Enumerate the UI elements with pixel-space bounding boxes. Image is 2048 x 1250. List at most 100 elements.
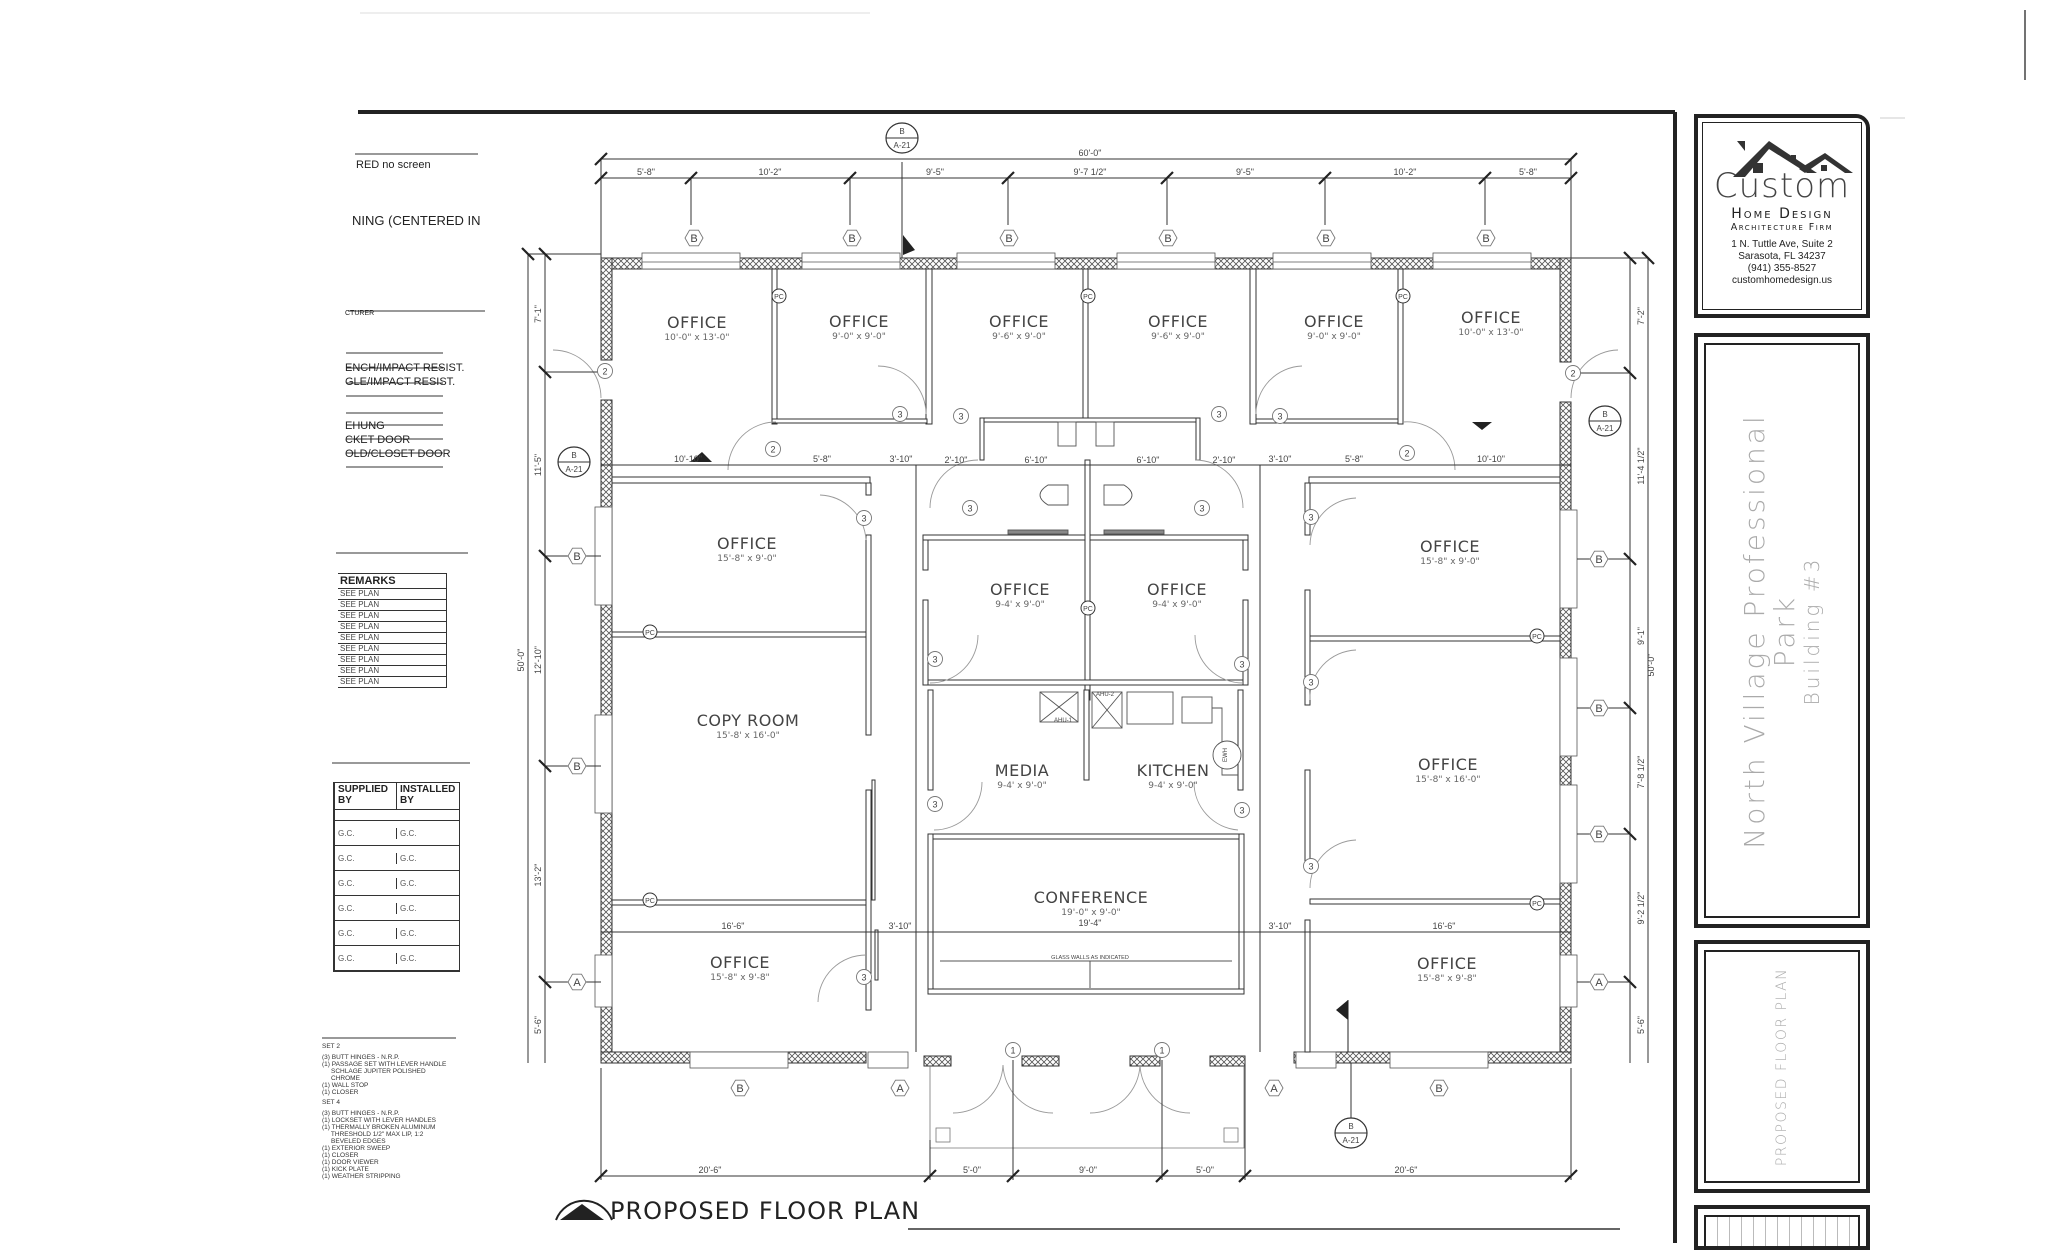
hardware-item: (1) CLOSER xyxy=(322,1089,359,1096)
door-tag: 3 xyxy=(927,796,943,812)
dimension-label: 10'-10" xyxy=(674,454,702,464)
window-tag: B xyxy=(1316,229,1336,247)
room-name: OFFICE xyxy=(1461,308,1521,327)
svg-text:B: B xyxy=(1348,1122,1353,1131)
hardware-item: (1) PASSAGE SET WITH LEVER HANDLE xyxy=(322,1061,447,1068)
hardware-item: SCHLAGE JUPITER POLISHED xyxy=(322,1068,426,1075)
dimension-label: 6'-10" xyxy=(1025,455,1048,465)
section-marker: BA-21 xyxy=(1588,405,1622,437)
project-name-line1: North Village Professional xyxy=(1738,412,1771,849)
window-tag: B xyxy=(842,229,862,247)
room-size: 9'-6" x 9'-0" xyxy=(992,332,1046,342)
dimension-label: 9'-7 1/2" xyxy=(1074,167,1107,177)
window-tag: B xyxy=(999,229,1019,247)
section-marker: B A-21 xyxy=(557,446,591,478)
svg-text:B: B xyxy=(848,233,855,245)
hardware-item: (1) WALL STOP xyxy=(322,1082,369,1089)
room-name: OFFICE xyxy=(710,953,770,972)
window-note: CKET DOOR xyxy=(345,434,411,446)
door-tag: 2 xyxy=(597,363,613,379)
svg-text:3: 3 xyxy=(1216,410,1221,420)
firm-line2: Architecture Firm xyxy=(1730,222,1834,233)
svg-text:A-21: A-21 xyxy=(894,141,911,150)
door-tag: 3 xyxy=(1272,408,1288,424)
svg-text:A-21: A-21 xyxy=(566,465,583,474)
dimension-label: 6'-10" xyxy=(1137,455,1160,465)
window-note: OLD/CLOSET DOOR xyxy=(345,448,451,460)
svg-text:A: A xyxy=(896,1083,904,1095)
room-name: OFFICE xyxy=(717,534,777,553)
svg-text:B: B xyxy=(1595,554,1602,566)
door-tag: 1 xyxy=(1154,1042,1170,1058)
svg-text:3: 3 xyxy=(1308,678,1313,688)
hardware-item: (1) CLOSER xyxy=(322,1152,359,1159)
supplied-row: G.C.G.C. xyxy=(335,946,459,971)
room-size: 10'-0" x 13'-0" xyxy=(1458,328,1523,338)
dimension-label: 10'-10" xyxy=(1477,454,1505,464)
equipment-label: AHU-1 xyxy=(1054,718,1073,724)
hardware-item: (1) LOCKSET WITH LEVER HANDLES xyxy=(322,1117,437,1124)
pc-marker-icon: PC xyxy=(1395,288,1411,304)
dimension-label: 50'-0" xyxy=(1646,654,1656,677)
section-marker: BA-21 xyxy=(1334,1117,1368,1149)
svg-text:B: B xyxy=(690,233,697,245)
installed-by-cell: G.C. xyxy=(400,903,417,913)
pc-marker-icon: PC xyxy=(1529,628,1545,644)
supplied-by-cell: G.C. xyxy=(335,902,397,914)
door-tag: 3 xyxy=(1303,674,1319,690)
room-size: 10'-0" x 13'-0" xyxy=(664,333,729,343)
svg-text:PC: PC xyxy=(774,294,784,301)
dimension-label: 20'-6" xyxy=(1395,1165,1418,1175)
svg-text:B: B xyxy=(1005,233,1012,245)
pc-marker-icon: PC xyxy=(1080,600,1096,616)
svg-text:PC: PC xyxy=(1532,634,1542,641)
room-size: 9-4' x 9'-0" xyxy=(1148,781,1198,791)
svg-text:2: 2 xyxy=(602,367,607,377)
equipment-label: EWH xyxy=(1223,748,1229,762)
hardware-item: BEVELED EDGES xyxy=(322,1138,386,1145)
window-tag: A xyxy=(567,973,587,991)
pc-marker-icon: PC xyxy=(1529,895,1545,911)
door-tag: 3 xyxy=(1303,509,1319,525)
glass-walls-note: GLASS WALLS AS INDICATED xyxy=(1051,955,1129,961)
window-tag: B xyxy=(1589,825,1609,843)
room-name: MEDIA xyxy=(995,761,1049,780)
remarks-row: SEE PLAN xyxy=(338,633,446,644)
svg-text:3: 3 xyxy=(958,412,963,422)
dimension-label: 13'-2" xyxy=(533,864,543,887)
dimension-label: 3'-10" xyxy=(889,921,912,931)
supplied-row: G.C.G.C. xyxy=(335,821,459,846)
pc-marker-icon: PC xyxy=(642,624,658,640)
dimension-label: 7'-2" xyxy=(1636,307,1646,325)
firm-phone: (941) 355-8527 xyxy=(1747,263,1817,274)
room-name: OFFICE xyxy=(1418,755,1478,774)
hardware-item: (1) EXTERIOR SWEEP xyxy=(322,1145,391,1152)
supplied-by-cell: G.C. xyxy=(335,877,397,889)
svg-text:3: 3 xyxy=(861,514,866,524)
svg-text:PC: PC xyxy=(645,898,655,905)
project-name-line2: Park xyxy=(1768,594,1801,667)
svg-text:B: B xyxy=(1482,233,1489,245)
room-name: OFFICE xyxy=(1304,312,1364,331)
dimension-label: 3'-10" xyxy=(1269,454,1292,464)
svg-text:3: 3 xyxy=(861,973,866,983)
room-name: COPY ROOM xyxy=(697,711,800,730)
dimension-label: 16'-6" xyxy=(1433,921,1456,931)
svg-text:3: 3 xyxy=(1199,504,1204,514)
supplied-by-header: SUPPLIED BY xyxy=(335,783,397,809)
hardware-item: (1) DOOR VIEWER xyxy=(322,1159,379,1166)
svg-text:B: B xyxy=(571,451,576,460)
door-tag: 1 xyxy=(1005,1042,1021,1058)
dimension-label: 10'-2" xyxy=(1394,167,1417,177)
